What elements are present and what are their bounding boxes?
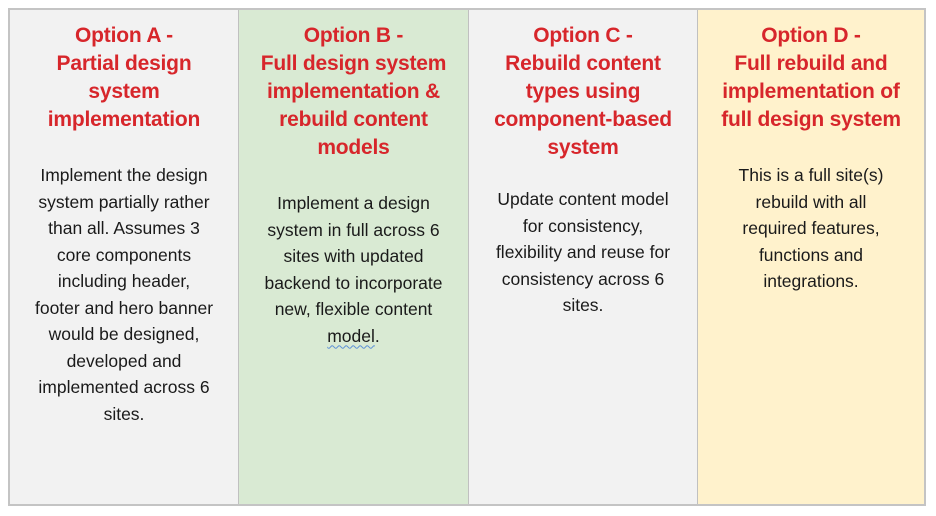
option-d-column: Option D - Full rebuild and implementati… xyxy=(698,10,924,504)
spellcheck-flagged-word[interactable]: model xyxy=(327,325,375,346)
option-b-description-end: . xyxy=(374,325,380,346)
option-d-title: Option D - Full rebuild and implementati… xyxy=(721,24,901,131)
option-a-title: Option A - Partial design system impleme… xyxy=(47,24,201,131)
option-b-title: Option B - Full design system implementa… xyxy=(260,24,447,159)
option-c-title: Option C - Rebuild content types using c… xyxy=(494,24,672,159)
option-c-column: Option C - Rebuild content types using c… xyxy=(469,10,698,504)
options-comparison-table: Option A - Partial design system impleme… xyxy=(8,8,926,506)
option-a-column: Option A - Partial design system impleme… xyxy=(10,10,239,504)
option-b-column: Option B - Full design system implementa… xyxy=(239,10,469,504)
option-b-description-text: Implement a design system in full across… xyxy=(264,193,443,319)
option-b-description: Implement a design system in full across… xyxy=(245,190,462,349)
option-d-description: This is a full site(s) rebuild with all … xyxy=(738,165,884,291)
option-a-description: Implement the design system partially ra… xyxy=(34,165,214,424)
option-c-description: Update content model for consistency, fl… xyxy=(495,189,671,315)
